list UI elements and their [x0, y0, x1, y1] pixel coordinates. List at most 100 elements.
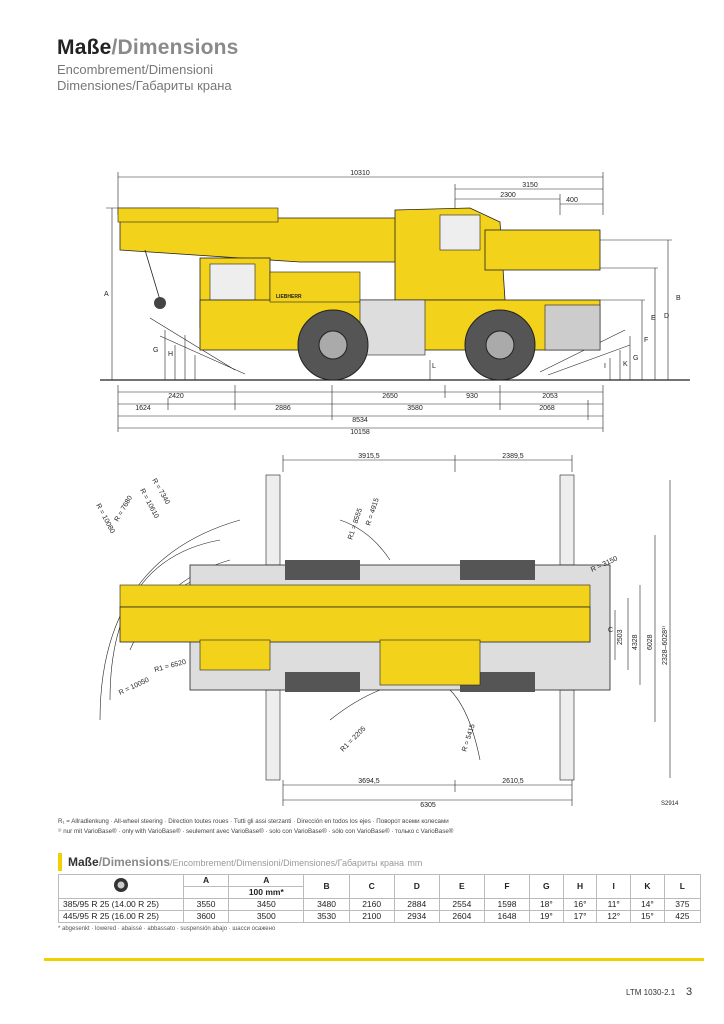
- table-row: 445/95 R 25 (16.00 R 25) 3600 3500 3530 …: [58, 910, 702, 923]
- cell: 3450: [228, 898, 305, 911]
- dim-bottom-1: 2420: [168, 393, 184, 400]
- cell: 2100: [348, 910, 395, 923]
- dim-tv-bottom-2: 2610,5: [502, 778, 524, 785]
- dimensions-table: A A B C D E F G H I K L 100 mm* 385/95 R…: [58, 874, 702, 923]
- table-title-en: Dimensions: [102, 855, 171, 869]
- page-title: Maße/Dimensions: [57, 36, 239, 60]
- table-title-rest: /Encombrement/Dimensioni/Dimensiones/Габ…: [170, 858, 404, 868]
- col-l: L: [663, 874, 702, 899]
- cell: 11°: [596, 898, 632, 911]
- cell: 12°: [596, 910, 632, 923]
- letter-a: A: [104, 291, 109, 298]
- table-legend: * abgesenkt · lowered · abaissé · abbass…: [58, 926, 276, 932]
- title-separator: /: [111, 36, 118, 59]
- cell: 1598: [483, 898, 531, 911]
- letter-h: H: [168, 351, 173, 358]
- letter-e: E: [651, 315, 656, 322]
- title-en: Dimensions: [117, 36, 239, 59]
- col-k: K: [630, 874, 665, 899]
- radius-3: R = 7340: [150, 478, 170, 506]
- dim-bottom-5: 1624: [135, 405, 151, 412]
- col-a: A: [182, 874, 230, 887]
- table-title-de: Maße: [68, 855, 99, 869]
- dim-tv-top-1: 3915,5: [358, 453, 380, 460]
- dim-top-3: 2300: [500, 192, 516, 199]
- radius-1: R = 10610: [138, 488, 159, 520]
- cell: 2934: [393, 910, 440, 923]
- yellow-divider: [44, 958, 704, 961]
- col-f: F: [483, 874, 531, 899]
- dim-bottom-10: 10158: [350, 429, 370, 436]
- dim-tv-right-4: 2328–6028¹⁾: [661, 626, 669, 665]
- dim-tv-top-2: 2389,5: [502, 453, 524, 460]
- tyre-size: 445/95 R 25 (16.00 R 25): [58, 910, 184, 923]
- footnote-r1: R₁ = Allradlenkung · All-wheel steering …: [58, 818, 449, 825]
- cell: 2884: [393, 898, 440, 911]
- dim-bottom-3: 930: [466, 393, 478, 400]
- drawing-code: S2914: [661, 801, 679, 807]
- cell: 2554: [438, 898, 485, 911]
- cell: 16°: [562, 898, 598, 911]
- subtitle-2: Dimensiones/Габариты крана: [57, 78, 232, 93]
- col-a-blank: [182, 886, 230, 899]
- cell: 2604: [438, 910, 485, 923]
- dim-tv-right-1: 2503: [617, 629, 624, 645]
- letter-l: L: [432, 363, 436, 370]
- cell: 2160: [348, 898, 395, 911]
- tyre-size: 385/95 R 25 (14.00 R 25): [58, 898, 184, 911]
- col-a-sub: 100 mm*: [228, 886, 305, 899]
- radius-11: R1 = 2205: [339, 725, 367, 753]
- col-i: I: [596, 874, 632, 899]
- cell: 19°: [529, 910, 564, 923]
- footnote-variobase: ¹⁾ nur mit VarioBase® · only with VarioB…: [58, 828, 454, 835]
- subtitle-1: Encombrement/Dimensioni: [57, 62, 214, 77]
- dim-tv-bottom-3: 6305: [420, 802, 436, 809]
- tyre-icon: [114, 878, 128, 892]
- table-row: 385/95 R 25 (14.00 R 25) 3550 3450 3480 …: [58, 898, 702, 911]
- cell: 15°: [630, 910, 665, 923]
- table-header-row: A A B C D E F G H I K L: [58, 874, 702, 899]
- dim-tv-right-2: 4328: [632, 634, 639, 650]
- title-de: Maße: [57, 36, 112, 59]
- cell: 3600: [182, 910, 230, 923]
- dim-bottom-4: 2053: [542, 393, 558, 400]
- col-c: C: [348, 874, 395, 899]
- letter-c: C: [608, 627, 613, 634]
- crane-top-view: [119, 560, 611, 692]
- model-code: LTM 1030-2.1: [626, 988, 676, 997]
- dim-bottom-6: 2886: [275, 405, 291, 412]
- cell: 3480: [303, 898, 350, 911]
- dimensions-table-section: Maße/Dimensions/Encombrement/Dimensioni/…: [58, 853, 702, 923]
- page-number: 3: [686, 986, 693, 998]
- technical-drawing: 10310 3150 2300 400 2420 2650 930 2053 1…: [94, 170, 690, 809]
- letter-d: D: [664, 313, 669, 320]
- col-e: E: [438, 874, 485, 899]
- dim-tv-bottom-1: 3694,5: [358, 778, 380, 785]
- cell: 18°: [529, 898, 564, 911]
- cell: 14°: [630, 898, 665, 911]
- dim-bottom-8: 2068: [539, 405, 555, 412]
- letter-b: B: [676, 295, 681, 302]
- cell: 425: [663, 910, 702, 923]
- letter-g-left: G: [153, 347, 158, 354]
- col-a-lowered: A: [228, 874, 305, 887]
- letter-k: K: [623, 361, 628, 368]
- tyre-icon-cell: [58, 874, 184, 899]
- col-b: B: [303, 874, 350, 899]
- col-g: G: [529, 874, 564, 899]
- dim-top-1: 10310: [350, 170, 370, 177]
- dim-top-4: 400: [566, 197, 578, 204]
- letter-f: F: [644, 337, 648, 344]
- cell: 375: [663, 898, 702, 911]
- letter-i: I: [604, 363, 606, 370]
- dim-top-2: 3150: [522, 182, 538, 189]
- col-h: H: [562, 874, 598, 899]
- cell: 3550: [182, 898, 230, 911]
- dim-bottom-9: 8534: [352, 417, 368, 424]
- dim-bottom-7: 3580: [407, 405, 423, 412]
- radius-6: R = 4915: [365, 497, 381, 526]
- cell: 3530: [303, 910, 350, 923]
- dim-tv-right-3: 6028: [647, 634, 654, 650]
- table-title: Maße/Dimensions/Encombrement/Dimensioni/…: [58, 853, 701, 871]
- dim-bottom-2: 2650: [382, 393, 398, 400]
